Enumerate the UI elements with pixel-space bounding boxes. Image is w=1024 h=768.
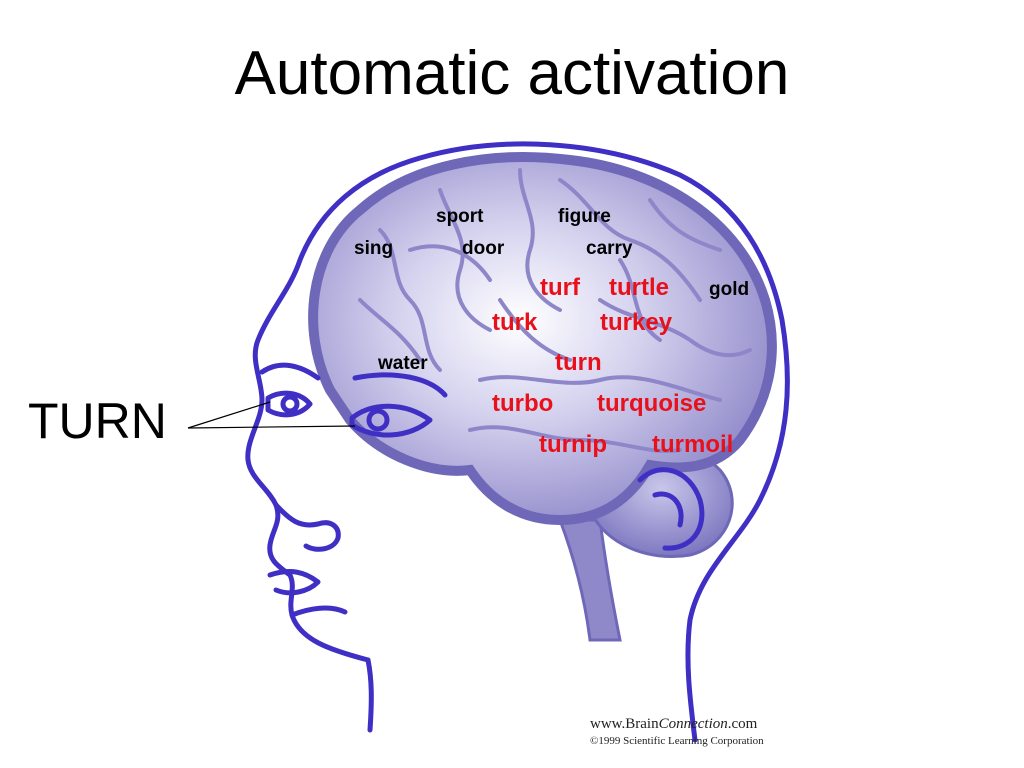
word-door: door [462,238,505,259]
word-turmoil: turmoil [652,431,734,458]
word-turk: turk [492,309,538,336]
stimulus-word: TURN [28,393,167,449]
word-turnip: turnip [539,431,607,458]
credit-copyright: ©1999 Scientific Learning Corporation [590,735,764,747]
image-credit: www.BrainConnection.com ©1999 Scientific… [590,716,764,747]
word-carry: carry [586,238,633,259]
word-turquoise: turquoise [597,390,707,417]
slide-title: Automatic activation [234,39,790,108]
word-turbo: turbo [492,390,554,417]
word-sport: sport [436,206,484,227]
word-turn: turn [555,349,602,376]
ear [637,467,705,551]
word-turtle: turtle [609,274,669,301]
word-turf: turf [540,274,580,301]
head-outline [245,141,790,743]
brain-stem [557,518,622,642]
word-figure: figure [558,206,611,227]
brain-folds [358,168,752,453]
word-sing: sing [354,238,394,259]
pointer-lines [187,401,356,429]
word-gold: gold [709,279,750,300]
word-turkey: turkey [600,309,673,336]
brain-shape [308,152,777,526]
credit-url: www.BrainConnection.com [590,716,758,732]
word-water: water [378,353,428,374]
